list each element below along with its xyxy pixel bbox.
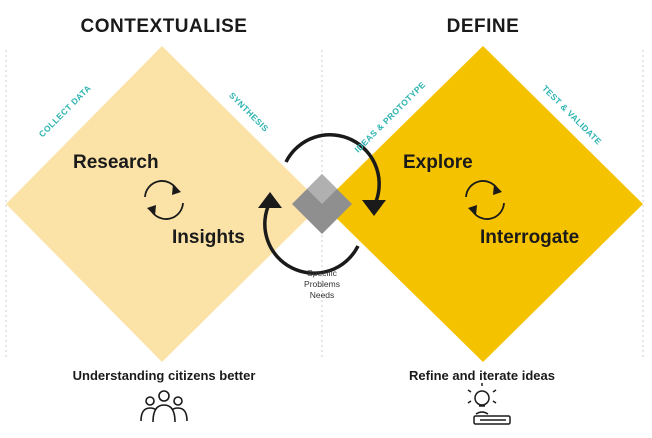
cycle-icon-left xyxy=(144,180,184,220)
phase-title-define: DEFINE xyxy=(446,16,520,37)
center-cycle-arrowhead-up xyxy=(258,192,282,208)
center-note: Specific Problems Needs xyxy=(287,268,357,301)
center-cycle-arrowhead-down xyxy=(362,200,386,216)
center-cycle-arc-bottom xyxy=(263,201,360,275)
center-note-line-3: Needs xyxy=(309,290,335,300)
people-group-icon xyxy=(140,390,188,423)
center-cycle-arc-top xyxy=(284,133,381,207)
lightbulb-idea-icon xyxy=(467,383,511,425)
contextualise-diamond xyxy=(6,46,322,362)
label-research: Research xyxy=(73,152,159,173)
phase-title-contextualise: CONTEXTUALISE xyxy=(80,16,248,37)
label-interrogate: Interrogate xyxy=(480,227,580,248)
label-explore: Explore xyxy=(403,152,473,173)
overlap-diamond-highlight xyxy=(307,174,337,204)
label-insights: Insights xyxy=(172,227,245,248)
define-diamond xyxy=(322,46,643,362)
cycle-icon-right xyxy=(465,180,505,220)
center-note-line-2: Problems xyxy=(304,279,340,289)
center-note-line-1: Specific xyxy=(307,268,337,278)
caption-define: Refine and iterate ideas xyxy=(409,368,555,383)
caption-contextualise: Understanding citizens better xyxy=(72,368,256,383)
